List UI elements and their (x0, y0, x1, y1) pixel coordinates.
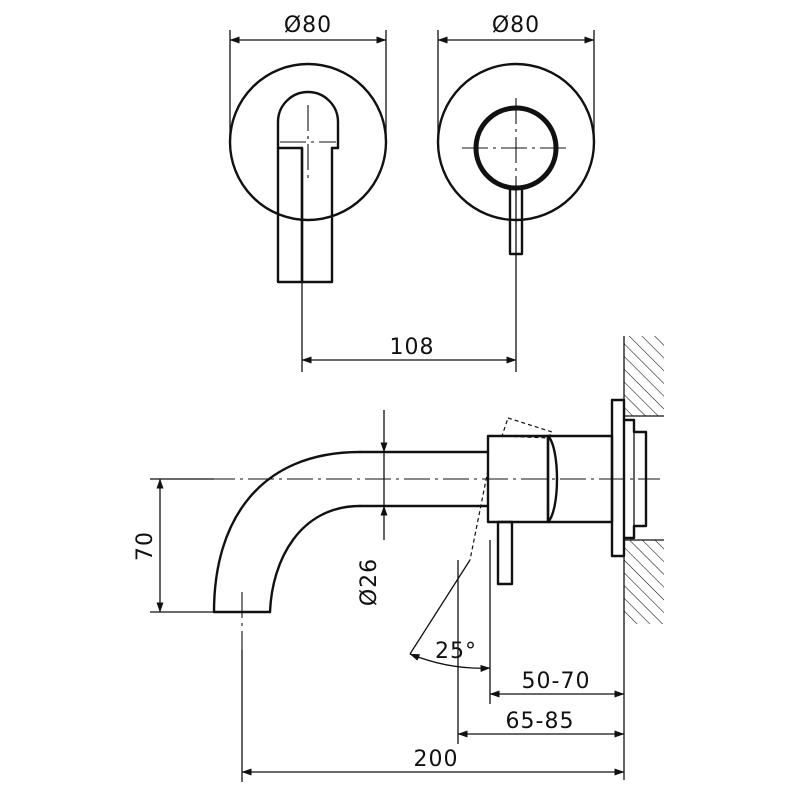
wall-hatch-top (624, 336, 664, 416)
dim-65-85-group: 65-85 (457, 560, 625, 744)
dim-50-70-group: 50-70 (489, 668, 625, 704)
label-left-diameter: Ø80 (284, 13, 332, 38)
lever-front-face (300, 146, 334, 284)
label-spout-projection: 200 (414, 747, 459, 772)
wall-hatch-bottom (624, 540, 664, 624)
collar (486, 434, 550, 524)
body-curve (546, 434, 559, 524)
dim-26-group: Ø26 (357, 410, 388, 606)
label-height: 70 (133, 531, 158, 561)
angle-arc (409, 653, 491, 672)
dim-70-group: 70 (133, 478, 214, 613)
left-rosette-view: Ø80 (228, 13, 388, 284)
mixer-side-view (170, 398, 660, 650)
label-handle-spacing: 108 (390, 335, 435, 360)
angle-leg-1 (409, 559, 471, 655)
label-spout-diameter: Ø26 (357, 558, 382, 606)
spout-outer-curve (212, 450, 362, 614)
right-rosette-view: Ø80 (436, 13, 596, 256)
angle-group: 25° (409, 540, 491, 672)
label-angle: 25° (435, 639, 477, 664)
wall-plate (610, 398, 626, 558)
label-wall-range-short: 50-70 (522, 669, 591, 694)
dim-200-group: 200 (241, 650, 625, 782)
lever-handle-side (496, 520, 514, 586)
left-rosette-circle (228, 62, 388, 222)
wall-section (623, 336, 664, 780)
spout-inner-curve (268, 504, 362, 614)
lever-ghost-line (469, 469, 489, 561)
label-right-diameter: Ø80 (492, 13, 540, 38)
dim-108-group: 108 (301, 254, 517, 372)
lever-top-cap (276, 90, 340, 150)
label-wall-range-long: 65-85 (506, 709, 575, 734)
lever-rotated-ghost (501, 417, 553, 439)
